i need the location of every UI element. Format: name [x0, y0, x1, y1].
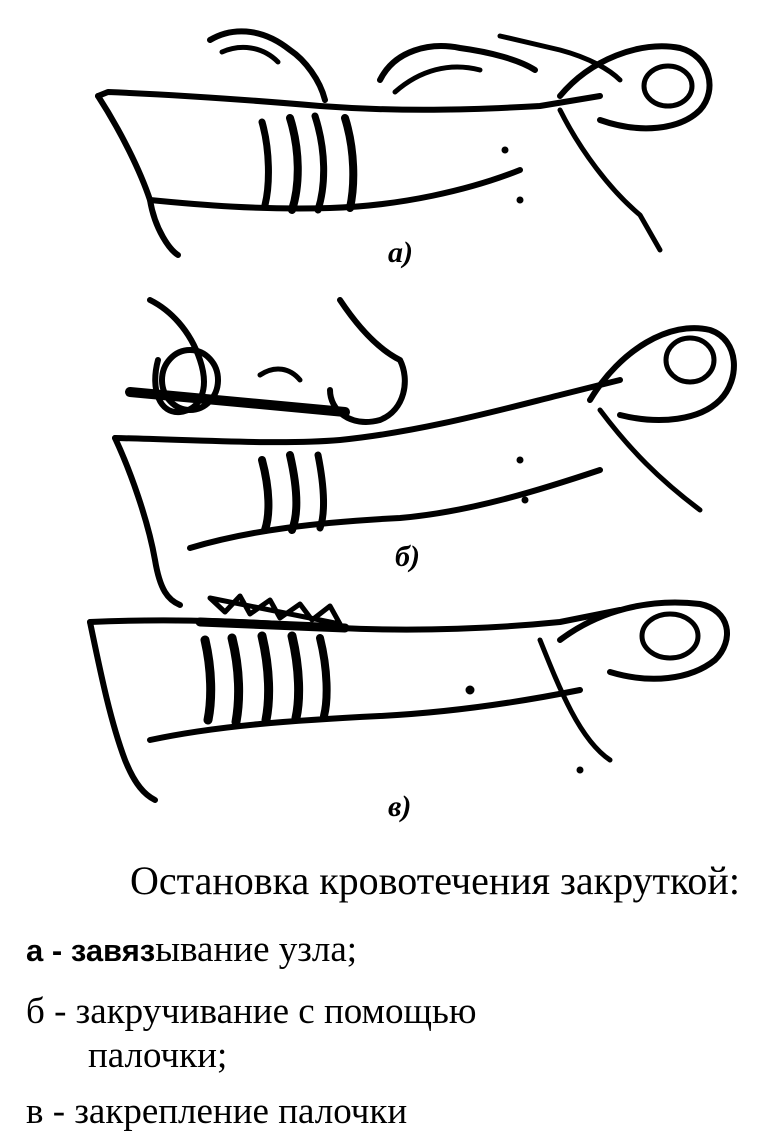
figure-caption: Остановка кровотечения закруткой:: [130, 858, 740, 903]
legend-item-a: а - завязывание узла;: [26, 928, 357, 972]
legend-separator-b: -: [44, 991, 76, 1032]
panel-label-b: б): [395, 540, 420, 573]
panel-c-arm-drawing: [87, 593, 730, 803]
legend-item-c: в - закрепление палочки: [26, 1090, 407, 1134]
legend-item-b: б - закручивание с помощью палочки;: [26, 990, 476, 1077]
legend-text-a-bold: завяз: [70, 933, 156, 968]
legend-text-a-rest: ывание узла;: [155, 929, 358, 970]
legend-separator-c: -: [43, 1091, 75, 1132]
panel-label-a: а): [388, 236, 413, 269]
legend-text-b-continuation: палочки;: [88, 1034, 228, 1076]
panel-label-c: в): [388, 790, 412, 823]
tourniquet-illustration: [87, 28, 737, 803]
legend-text-b: закручивание с помощью: [75, 991, 477, 1032]
legend-letter-a: а: [26, 933, 44, 968]
panel-b-arm-drawing: [112, 297, 737, 608]
panel-a-arm-drawing: [95, 28, 713, 258]
legend-letter-c: в: [26, 1091, 44, 1132]
legend-separator-a: -: [43, 933, 71, 968]
legend-text-c: закрепление палочки: [74, 1091, 408, 1132]
legend-letter-b: б: [26, 991, 45, 1032]
